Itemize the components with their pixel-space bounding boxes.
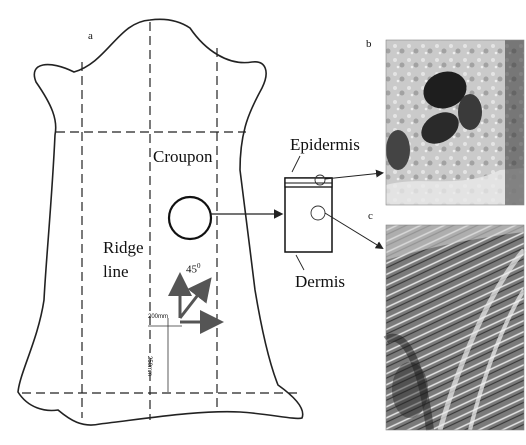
angle-value: 45 <box>186 264 197 276</box>
dimension-horizontal-label: 200mm <box>148 314 168 320</box>
croupon-sample-circle <box>169 197 211 239</box>
diagonal-45-arrow <box>180 282 208 318</box>
hide-outline <box>18 19 303 425</box>
angle-label: 450 <box>186 262 201 276</box>
croupon-label: Croupon <box>153 147 213 167</box>
degree-superscript: 0 <box>197 262 201 270</box>
dermis-label: Dermis <box>295 272 345 292</box>
epidermis-to-b-arrow <box>325 173 382 179</box>
dimension-vertical-label: 250mm <box>146 356 152 376</box>
panel-label-a: a <box>88 30 93 42</box>
micrograph-c <box>386 225 524 430</box>
dermis-to-c-arrow <box>325 213 382 248</box>
panel-label-b: b <box>366 38 372 50</box>
micrograph-b <box>386 40 524 205</box>
epidermis-label: Epidermis <box>290 135 360 155</box>
ridge-line-label-2: line <box>103 262 129 282</box>
dermis-leader <box>296 255 304 270</box>
ridge-line-label-1: Ridge <box>103 238 144 258</box>
panel-label-c: c <box>368 210 373 222</box>
epidermis-leader <box>292 156 300 172</box>
